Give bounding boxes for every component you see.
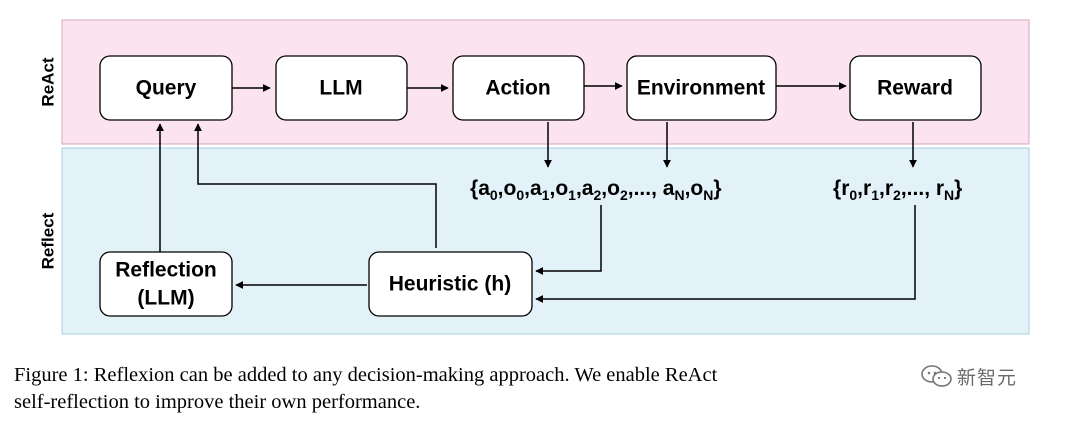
trajectory-comma: , [685, 177, 691, 200]
trajectory-term: o [555, 177, 568, 200]
edge-heuristic-query [194, 123, 437, 248]
reward-open-brace: { [833, 177, 841, 200]
trajectory-comma: , [628, 177, 634, 200]
trajectory-subscript: 1 [542, 187, 550, 203]
node-query-label: Query [136, 77, 197, 100]
node-environment: Environment [626, 55, 777, 121]
trajectory-comma: , [524, 177, 530, 200]
trajectory-term: o [504, 177, 517, 200]
node-heuristic-label: Heuristic (h) [389, 273, 512, 296]
trajectory-term: ... [634, 177, 652, 200]
node-reflection-label-line2: (LLM) [137, 287, 194, 310]
node-llm-label: LLM [319, 77, 362, 100]
react-label: ReAct [39, 57, 58, 106]
edge-rewards-heuristic [535, 205, 916, 303]
caption-line-2: self-reflection to improve their own per… [14, 391, 421, 413]
reward-sequence: {r0​,r1​,r2​,..., rN​} [833, 177, 962, 203]
reward-term: r [841, 177, 849, 200]
reflect-label: Reflect [39, 212, 58, 269]
node-llm: LLM [275, 55, 408, 121]
node-reward: Reward [849, 55, 982, 121]
trajectory-comma: , [498, 177, 504, 200]
trajectory-term: a [478, 177, 490, 200]
watermark-text: 新智元 [957, 366, 1018, 389]
reward-subscript: 2 [893, 187, 901, 203]
node-action-label: Action [485, 77, 550, 100]
reflexion-diagram: ReAct Reflect Query LLM Action Environme… [39, 19, 1030, 335]
caption-line-1: Figure 1: Reflexion can be added to any … [14, 364, 718, 386]
reward-close-brace: } [954, 177, 962, 200]
node-heuristic: Heuristic (h) [368, 251, 533, 317]
trajectory-open-brace: { [470, 177, 478, 200]
node-query: Query [99, 55, 233, 121]
reward-comma: , [924, 177, 930, 200]
reward-subscript: 0 [849, 187, 857, 203]
trajectory-term: a [530, 177, 542, 200]
node-reward-label: Reward [877, 77, 953, 100]
reward-term: r [885, 177, 893, 200]
reward-comma: , [901, 177, 907, 200]
trajectory-term: a [657, 177, 675, 200]
reward-term: ... [907, 177, 925, 200]
trajectory-term: o [607, 177, 620, 200]
node-environment-label: Environment [637, 77, 765, 100]
trajectory-comma: , [601, 177, 607, 200]
node-reflection: Reflection (LLM) [99, 251, 233, 317]
reward-subscript: N [944, 187, 954, 203]
trajectory-term: o [690, 177, 703, 200]
trajectory-subscript: 0 [516, 187, 524, 203]
trajectory-comma: , [651, 177, 657, 200]
trajectory-close-brace: } [713, 177, 721, 200]
trajectory-term: a [582, 177, 594, 200]
reward-term: r [863, 177, 871, 200]
trajectory-comma: , [549, 177, 555, 200]
node-action: Action [452, 55, 585, 121]
trajectory-sequence: {a0​,o0​,a1​,o1​,a2​,o2​,..., aN​,oN​} [470, 177, 722, 203]
trajectory-comma: , [576, 177, 582, 200]
node-reflection-label-line1: Reflection [115, 259, 217, 282]
trajectory-subscript: 1 [568, 187, 576, 203]
edges [156, 82, 917, 303]
reward-comma: , [857, 177, 863, 200]
trajectory-subscript: 2 [593, 187, 601, 203]
edge-trajectory-heuristic [535, 205, 602, 275]
reward-subscript: 1 [871, 187, 879, 203]
trajectory-subscript: 0 [490, 187, 498, 203]
reward-term: r [930, 177, 944, 200]
figure-caption: Figure 1: Reflexion can be added to any … [14, 362, 1064, 416]
trajectory-subscript: 2 [620, 187, 628, 203]
trajectory-subscript: N [674, 187, 684, 203]
watermark: 新智元 [918, 362, 1020, 390]
wechat-icon [921, 365, 952, 387]
reward-comma: , [879, 177, 885, 200]
trajectory-subscript: N [703, 187, 713, 203]
